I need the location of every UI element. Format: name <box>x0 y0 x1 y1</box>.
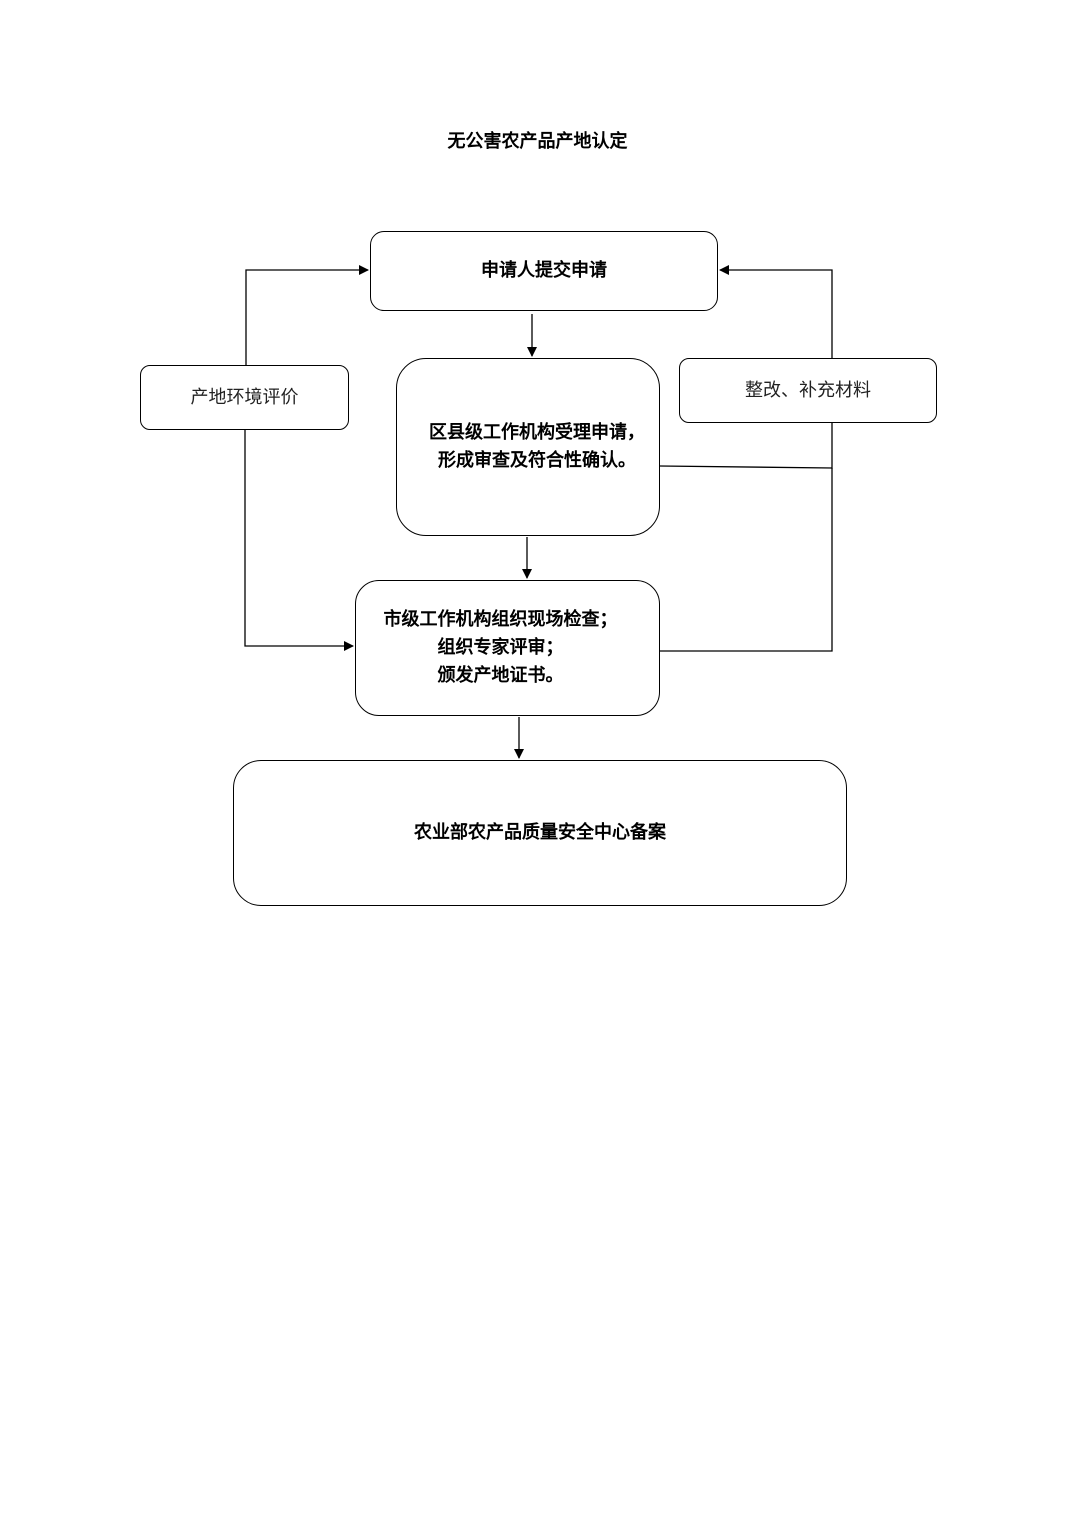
node-city-inspection: 市级工作机构组织现场检查； 组织专家评审； 颁发产地证书。 <box>355 580 660 716</box>
node-city-label: 市级工作机构组织现场检查； 组织专家评审； 颁发产地证书。 <box>383 609 618 686</box>
line-city-to-rectify <box>660 468 833 652</box>
node-ministry-record: 农业部农产品质量安全中心备案 <box>233 760 847 906</box>
arrow-env-to-apply <box>245 265 369 365</box>
node-environment-evaluation: 产地环境评价 <box>140 365 349 430</box>
node-rectify-label: 整改、补充材料 <box>745 379 871 401</box>
page-title: 无公害农产品产地认定 <box>447 131 628 152</box>
line-county-to-rectify <box>659 423 833 469</box>
arrow-rectify-to-apply <box>719 265 833 358</box>
node-apply-label: 申请人提交申请 <box>481 260 607 281</box>
node-record-label: 农业部农产品质量安全中心备案 <box>414 822 666 843</box>
node-rectify-supplement: 整改、补充材料 <box>679 358 937 423</box>
node-county-label: 区县级工作机构受理申请， 形成审查及符合性确认。 <box>429 422 645 471</box>
node-environment-label: 产地环境评价 <box>190 386 299 408</box>
arrow-env-to-city <box>244 430 354 651</box>
node-apply-submit: 申请人提交申请 <box>370 231 718 311</box>
node-county-review: 区县级工作机构受理申请， 形成审查及符合性确认。 <box>396 358 660 536</box>
